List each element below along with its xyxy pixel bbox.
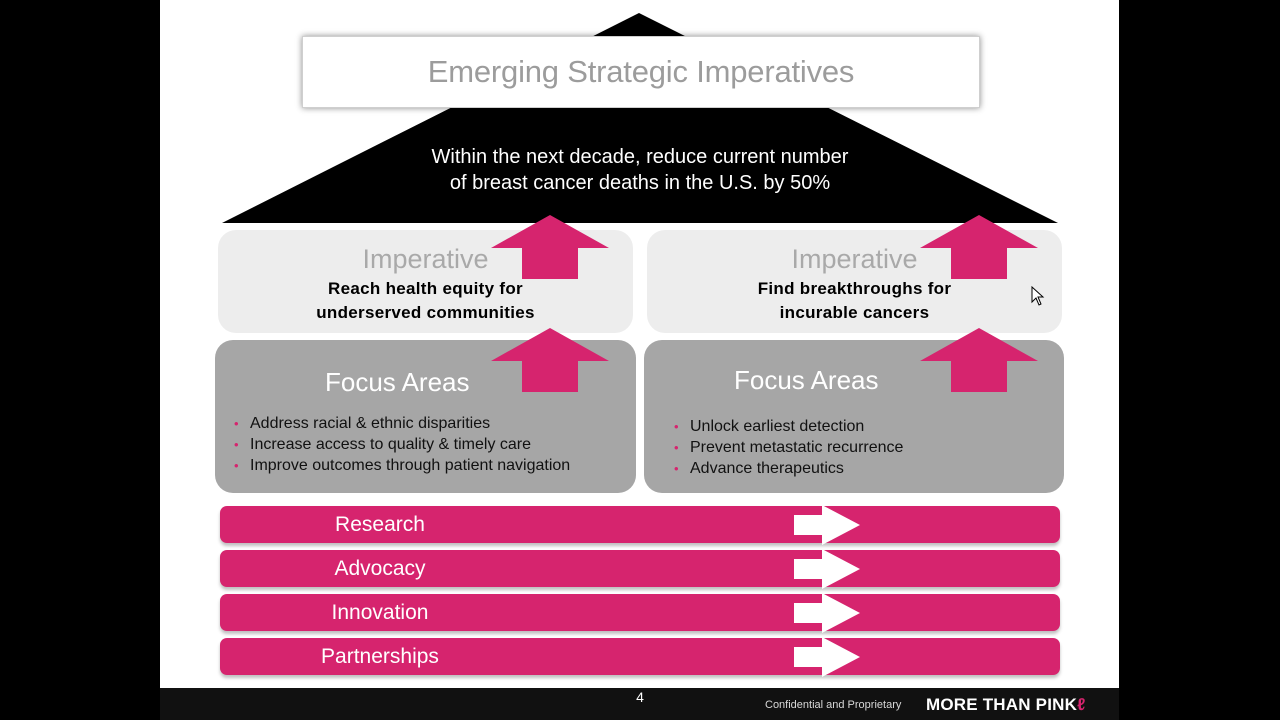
imperative-title: Imperative [791,244,918,274]
pillar-bar-partnerships: Partnerships [220,637,1060,677]
focus-item: Unlock earliest detection [673,416,903,437]
up-arrow-icon [920,215,1038,279]
roof-triangle [222,13,1058,223]
ribbon-icon: ℓ [1077,695,1086,714]
slide-footer: 4 Confidential and Proprietary MORE THAN… [160,688,1119,720]
page-number: 4 [636,689,644,705]
imperative-panel-breakthroughs: Imperative Find breakthroughs for incura… [647,230,1062,333]
focus-list: Address racial & ethnic disparities Incr… [233,413,570,476]
pillar-bar-advocacy: Advocacy [220,549,1060,589]
pillar-label: Research [335,513,425,536]
right-arrow-icon [794,505,860,545]
brand-logo: MORE THAN PINKℓ [926,695,1086,715]
goal-text: Within the next decade, reduce current n… [431,146,849,194]
imperative-text: Reach health equity for underserved comm… [316,279,535,322]
right-arrow-icon [794,593,860,633]
imperative-title: Imperative [362,244,489,274]
focus-item: Increase access to quality & timely care [233,434,570,455]
pillar-label: Partnerships [321,645,439,668]
up-arrow-icon [920,328,1038,392]
pillar-bar-research: Research [220,505,1060,545]
confidential-label: Confidential and Proprietary [765,699,902,711]
goal-title: Goal [591,120,649,150]
brand-text: MORE THAN PINK [926,695,1078,714]
pillar-bar-innovation: Innovation [220,593,1060,633]
focus-item: Improve outcomes through patient navigat… [233,455,570,476]
focus-list: Unlock earliest detection Prevent metast… [673,416,903,479]
slide: Emerging Strategic Imperatives Goal With… [160,0,1119,688]
right-arrow-icon [794,637,860,677]
focus-title: Focus Areas [325,367,470,397]
focus-item: Address racial & ethnic disparities [233,413,570,434]
slide-title: Emerging Strategic Imperatives [427,54,855,89]
mouse-pointer-icon [1031,286,1045,306]
pillar-label: Innovation [331,601,429,624]
up-arrow-icon [491,328,609,392]
focus-item: Prevent metastatic recurrence [673,437,903,458]
title-box: Emerging Strategic Imperatives [302,36,980,108]
up-arrow-icon [491,215,609,279]
pillar-label: Advocacy [334,557,426,580]
right-arrow-icon [794,549,860,589]
imperative-text: Find breakthroughs for incurable cancers [757,279,952,322]
focus-item: Advance therapeutics [673,458,903,479]
focus-title: Focus Areas [734,365,879,395]
focus-panel-breakthroughs: Focus Areas Unlock earliest detection Pr… [644,340,1064,493]
